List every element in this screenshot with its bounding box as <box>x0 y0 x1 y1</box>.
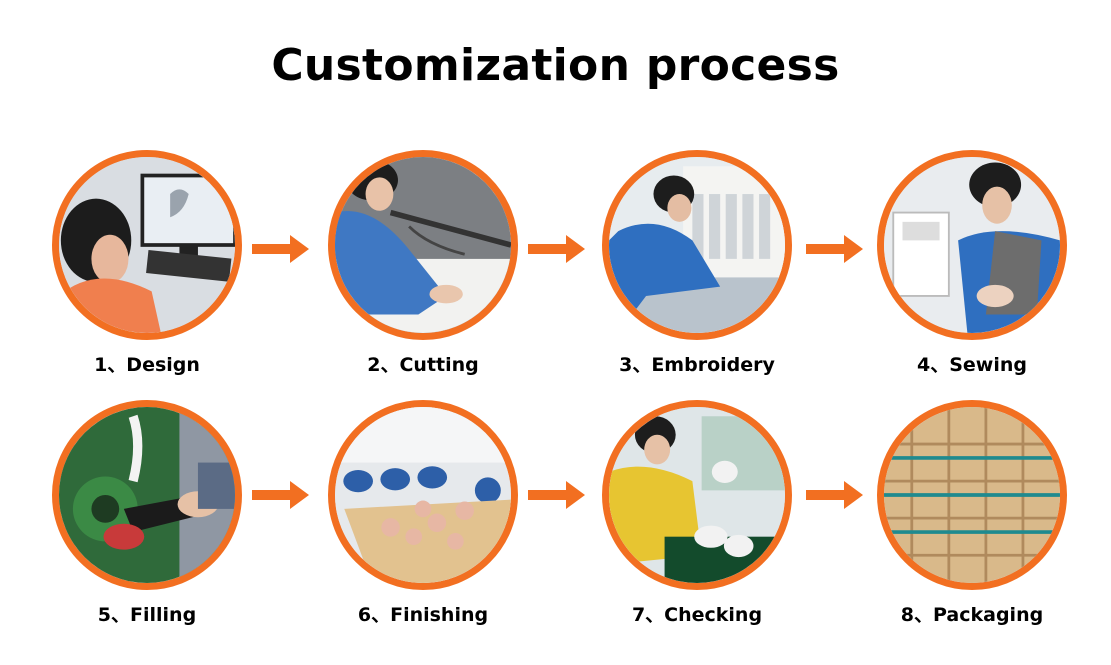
arrow-right-icon <box>528 234 586 264</box>
arrow-right-icon <box>252 480 310 510</box>
step-label: 8、Packaging <box>900 604 1044 626</box>
embroidery-machine-photo <box>602 150 792 340</box>
finishing-line-photo <box>328 400 518 590</box>
designer-at-computer-photo <box>52 150 242 340</box>
step-label: 5、Filling <box>97 604 197 626</box>
sewing-machine-photo <box>877 150 1067 340</box>
step-label: 6、Finishing <box>357 604 489 626</box>
arrow-right-icon <box>252 234 310 264</box>
step-label: 2、Cutting <box>367 354 479 376</box>
page-title: Customization process <box>271 40 840 91</box>
quality-check-photo <box>602 400 792 590</box>
stacked-cartons-photo <box>877 400 1067 590</box>
step-label: 1、Design <box>94 354 200 376</box>
stuffing-machine-photo <box>52 400 242 590</box>
arrow-right-icon <box>806 480 864 510</box>
step-label: 7、Checking <box>631 604 763 626</box>
step-label: 4、Sewing <box>917 354 1027 376</box>
arrow-right-icon <box>806 234 864 264</box>
fabric-cutting-photo <box>328 150 518 340</box>
step-label: 3、Embroidery <box>619 354 775 376</box>
arrow-right-icon <box>528 480 586 510</box>
